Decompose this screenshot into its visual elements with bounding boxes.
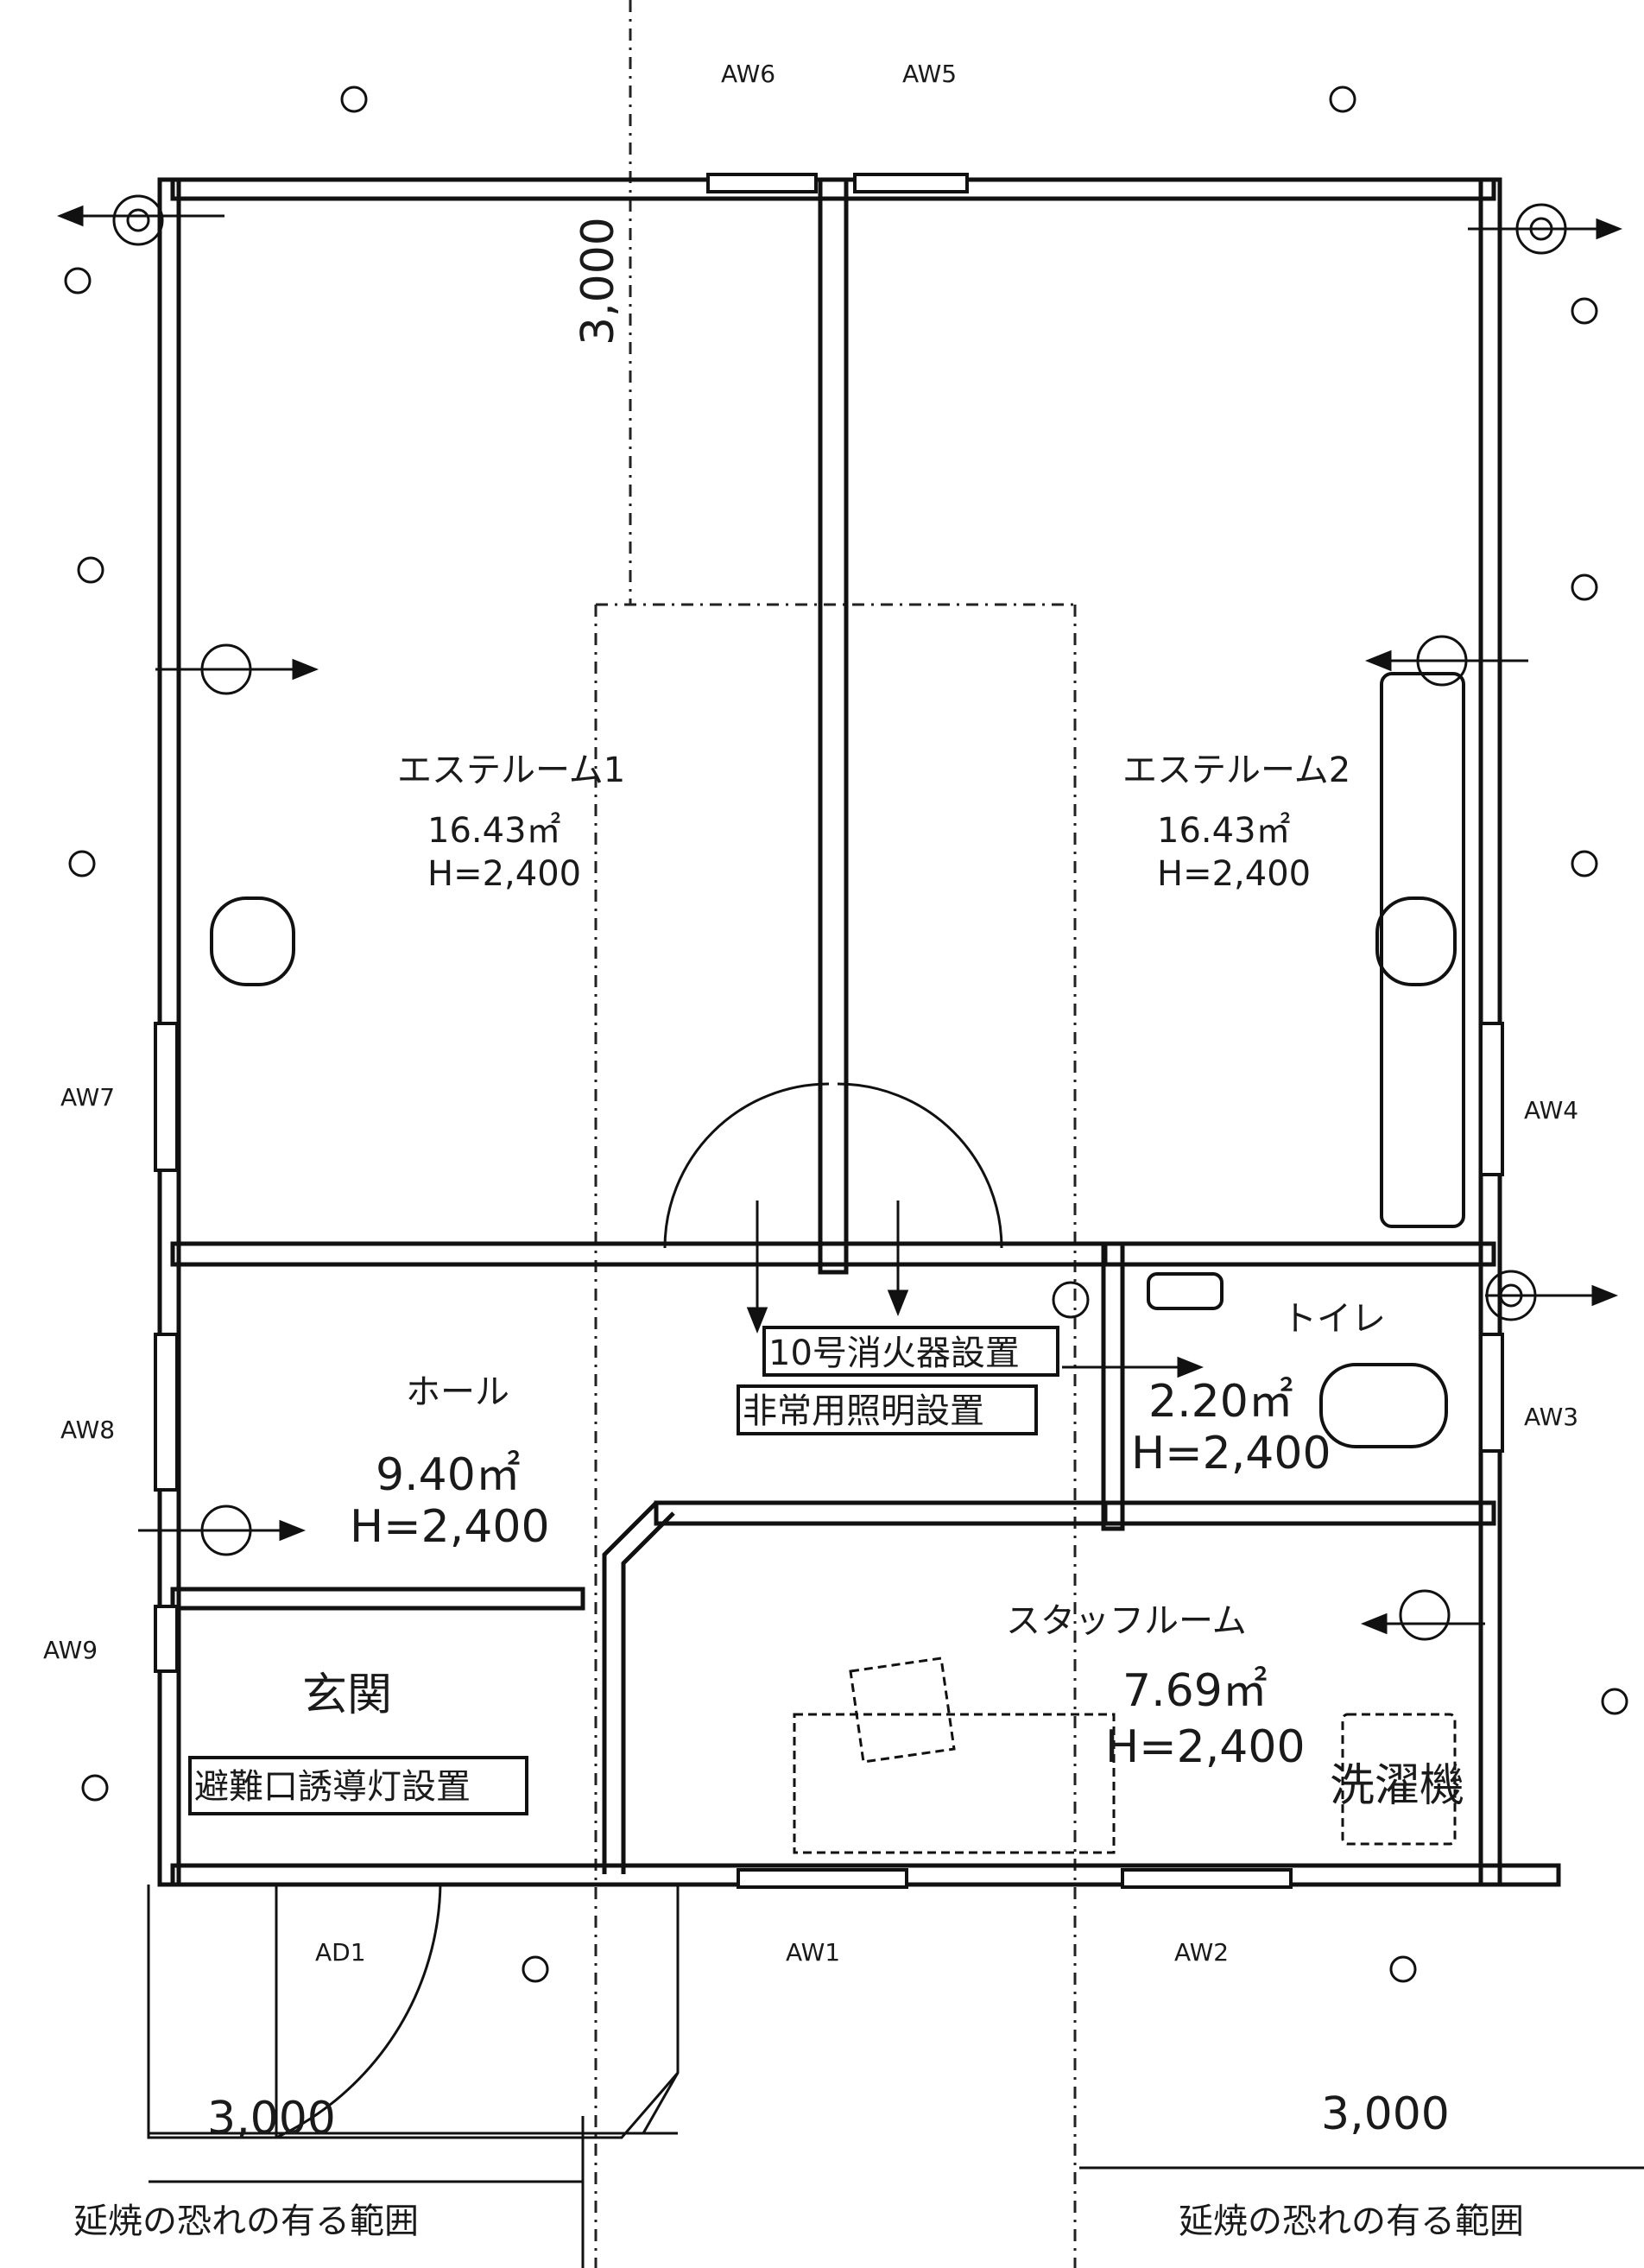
window-label: AW2 [1174,1938,1229,1967]
svg-text:非常用照明設置: 非常用照明設置 [743,1391,984,1431]
toilet-fixtures [1147,1272,1448,1448]
window-label: AW4 [1524,1096,1578,1124]
emergency-light-note: 非常用照明設置 [737,1384,1038,1435]
staff-room-furniture [793,1657,1457,1854]
room-area: 7.69㎡ [1122,1665,1268,1717]
airflow-arrows [56,205,1623,1635]
dimension-bottom-right: 3,000 [1321,2088,1450,2140]
window-labels: AW1 AW2 AW3 AW4 AW5 AW6 AW7 AW8 AW9 AD1 [43,60,1578,1967]
window-label: AW3 [1524,1403,1578,1431]
exit-sign-note: 避難口誘導灯設置 [188,1756,528,1815]
doors [275,1082,1003,2139]
extinguisher-note: 10号消火器設置 [762,1326,1059,1377]
room-entrance: 玄関 [302,1669,392,1721]
windows [154,173,1504,1889]
room-name: スタッフルーム [1006,1601,1247,1641]
dimension-bottom-left: 3,000 [207,2093,336,2144]
exterior-walls [157,177,1561,1887]
window-label: AW6 [721,60,775,88]
room-height: H=2,400 [1131,1428,1331,1479]
room-area: 16.43㎡ [427,811,561,851]
svg-text:10号消火器設置: 10号消火器設置 [768,1334,1020,1373]
svg-text:避難口誘導灯設置: 避難口誘導灯設置 [194,1767,471,1807]
room-height: H=2,400 [350,1501,550,1553]
room-name: エステルーム1 [397,751,625,790]
room-area: 9.40㎡ [376,1449,521,1501]
door-label: AD1 [315,1938,366,1967]
room-height: H=2,400 [1105,1721,1306,1773]
room-area: 2.20㎡ [1148,1376,1293,1428]
room-hall: ホール 9.40㎡ H=2,400 [350,1372,550,1553]
window-label: AW1 [786,1938,840,1967]
entrance-porch [147,1885,680,2139]
room-height: H=2,400 [427,854,581,894]
room-name: ホール [406,1372,509,1412]
room-esthe2: エステルーム2 16.43㎡ H=2,400 [1122,751,1350,894]
room-area: 16.43㎡ [1157,811,1291,851]
room-name: トイレ [1282,1299,1386,1339]
fire-spread-boundary [594,0,1077,2268]
washer-label: 洗濯機 [1330,1760,1464,1812]
window-label: AW7 [60,1083,115,1112]
fire-spread-label-right: 延焼の恐れの有る範囲 [1179,2201,1524,2241]
window-label: AW9 [43,1636,98,1664]
room-height: H=2,400 [1157,854,1311,894]
room-name: エステルーム2 [1122,751,1350,790]
fire-spread-label-left: 延焼の恐れの有る範囲 [73,2201,419,2241]
room-esthe1: エステルーム1 16.43㎡ H=2,400 [397,751,625,894]
window-label: AW5 [902,60,957,88]
room-toilet: トイレ 2.20㎡ H=2,400 [1131,1299,1386,1479]
dimension-lines [149,2116,1644,2268]
room-name: 玄関 [302,1669,392,1721]
room-staff: スタッフルーム 7.69㎡ H=2,400 [1006,1601,1306,1773]
window-label: AW8 [60,1416,115,1444]
smoke-detector-icon [64,86,1628,1983]
dimension-top: 3,000 [572,217,624,345]
